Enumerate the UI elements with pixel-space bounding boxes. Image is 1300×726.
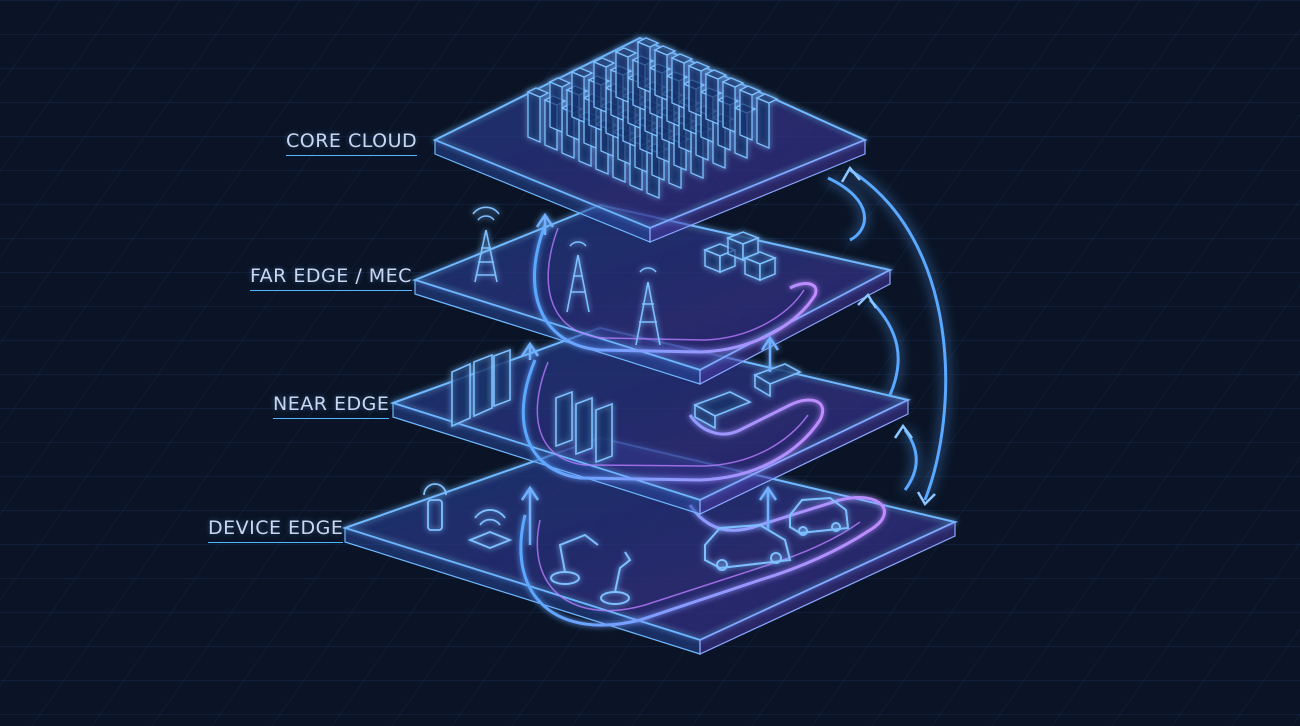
server-rack-icon [451,348,511,428]
server-rack-icon [615,51,629,103]
cell-tower-icon [472,206,500,283]
server-rack-top [526,87,550,98]
server-rack-icon [705,73,719,125]
arrow-up-icon [535,212,555,228]
server-rack-top [670,53,694,64]
server-rack-icon [739,89,753,141]
uplink-arrows [520,212,780,545]
arrow-up-icon [520,485,540,501]
server-rack-top [636,37,660,48]
server-rack-icon [671,57,685,109]
layer-label-far-edge: FAR EDGE / MEC [250,265,412,291]
server-rack-top [704,69,728,80]
server-rack-top [721,77,745,88]
arc-arrowheads [840,165,936,507]
server-rack-top [592,57,616,68]
compute-cube-icon [702,231,778,282]
server-rack-icon [526,37,779,199]
server-rack-top [738,85,762,96]
server-rack-icon [756,97,770,149]
server-rack-top [570,67,594,78]
server-rack-icon [637,41,651,93]
server-rack-top [687,61,711,72]
server-rack-icon [527,91,541,143]
server-rack-icon [571,71,585,123]
network-switch-icon [693,363,802,430]
server-rack-top [755,93,779,104]
arrow-up-icon [760,335,780,351]
arrow-up-icon [857,292,878,309]
layer-label-device-edge: DEVICE EDGE [208,517,344,543]
server-rack-top [653,45,677,56]
car-icon [789,496,850,536]
arrow-up-icon [520,341,540,357]
arrow-up-icon [840,165,861,183]
device-edge-platform [341,436,959,655]
server-rack-top [614,47,638,58]
car-icon [704,523,792,571]
server-rack-icon [688,65,702,117]
arrow-up-icon [758,485,778,501]
server-rack-icon [555,390,613,464]
arrow-down-icon [916,491,936,507]
cell-tower-icon [566,241,590,313]
cell-tower-icon [635,267,661,346]
phone-icon [423,483,447,531]
server-rack-icon [549,81,563,133]
server-rack-icon [593,61,607,113]
server-rack-top [548,77,572,88]
server-rack-icon [654,49,668,101]
far-edge-platform [412,203,893,385]
layer-label-core-cloud: CORE CLOUD [286,130,418,156]
robot-arm-icon [550,533,632,605]
wifi-router-icon [467,509,513,549]
arrow-up-icon [893,423,913,439]
layer-label-near-edge: NEAR EDGE [273,393,390,419]
server-rack-icon [722,81,736,133]
